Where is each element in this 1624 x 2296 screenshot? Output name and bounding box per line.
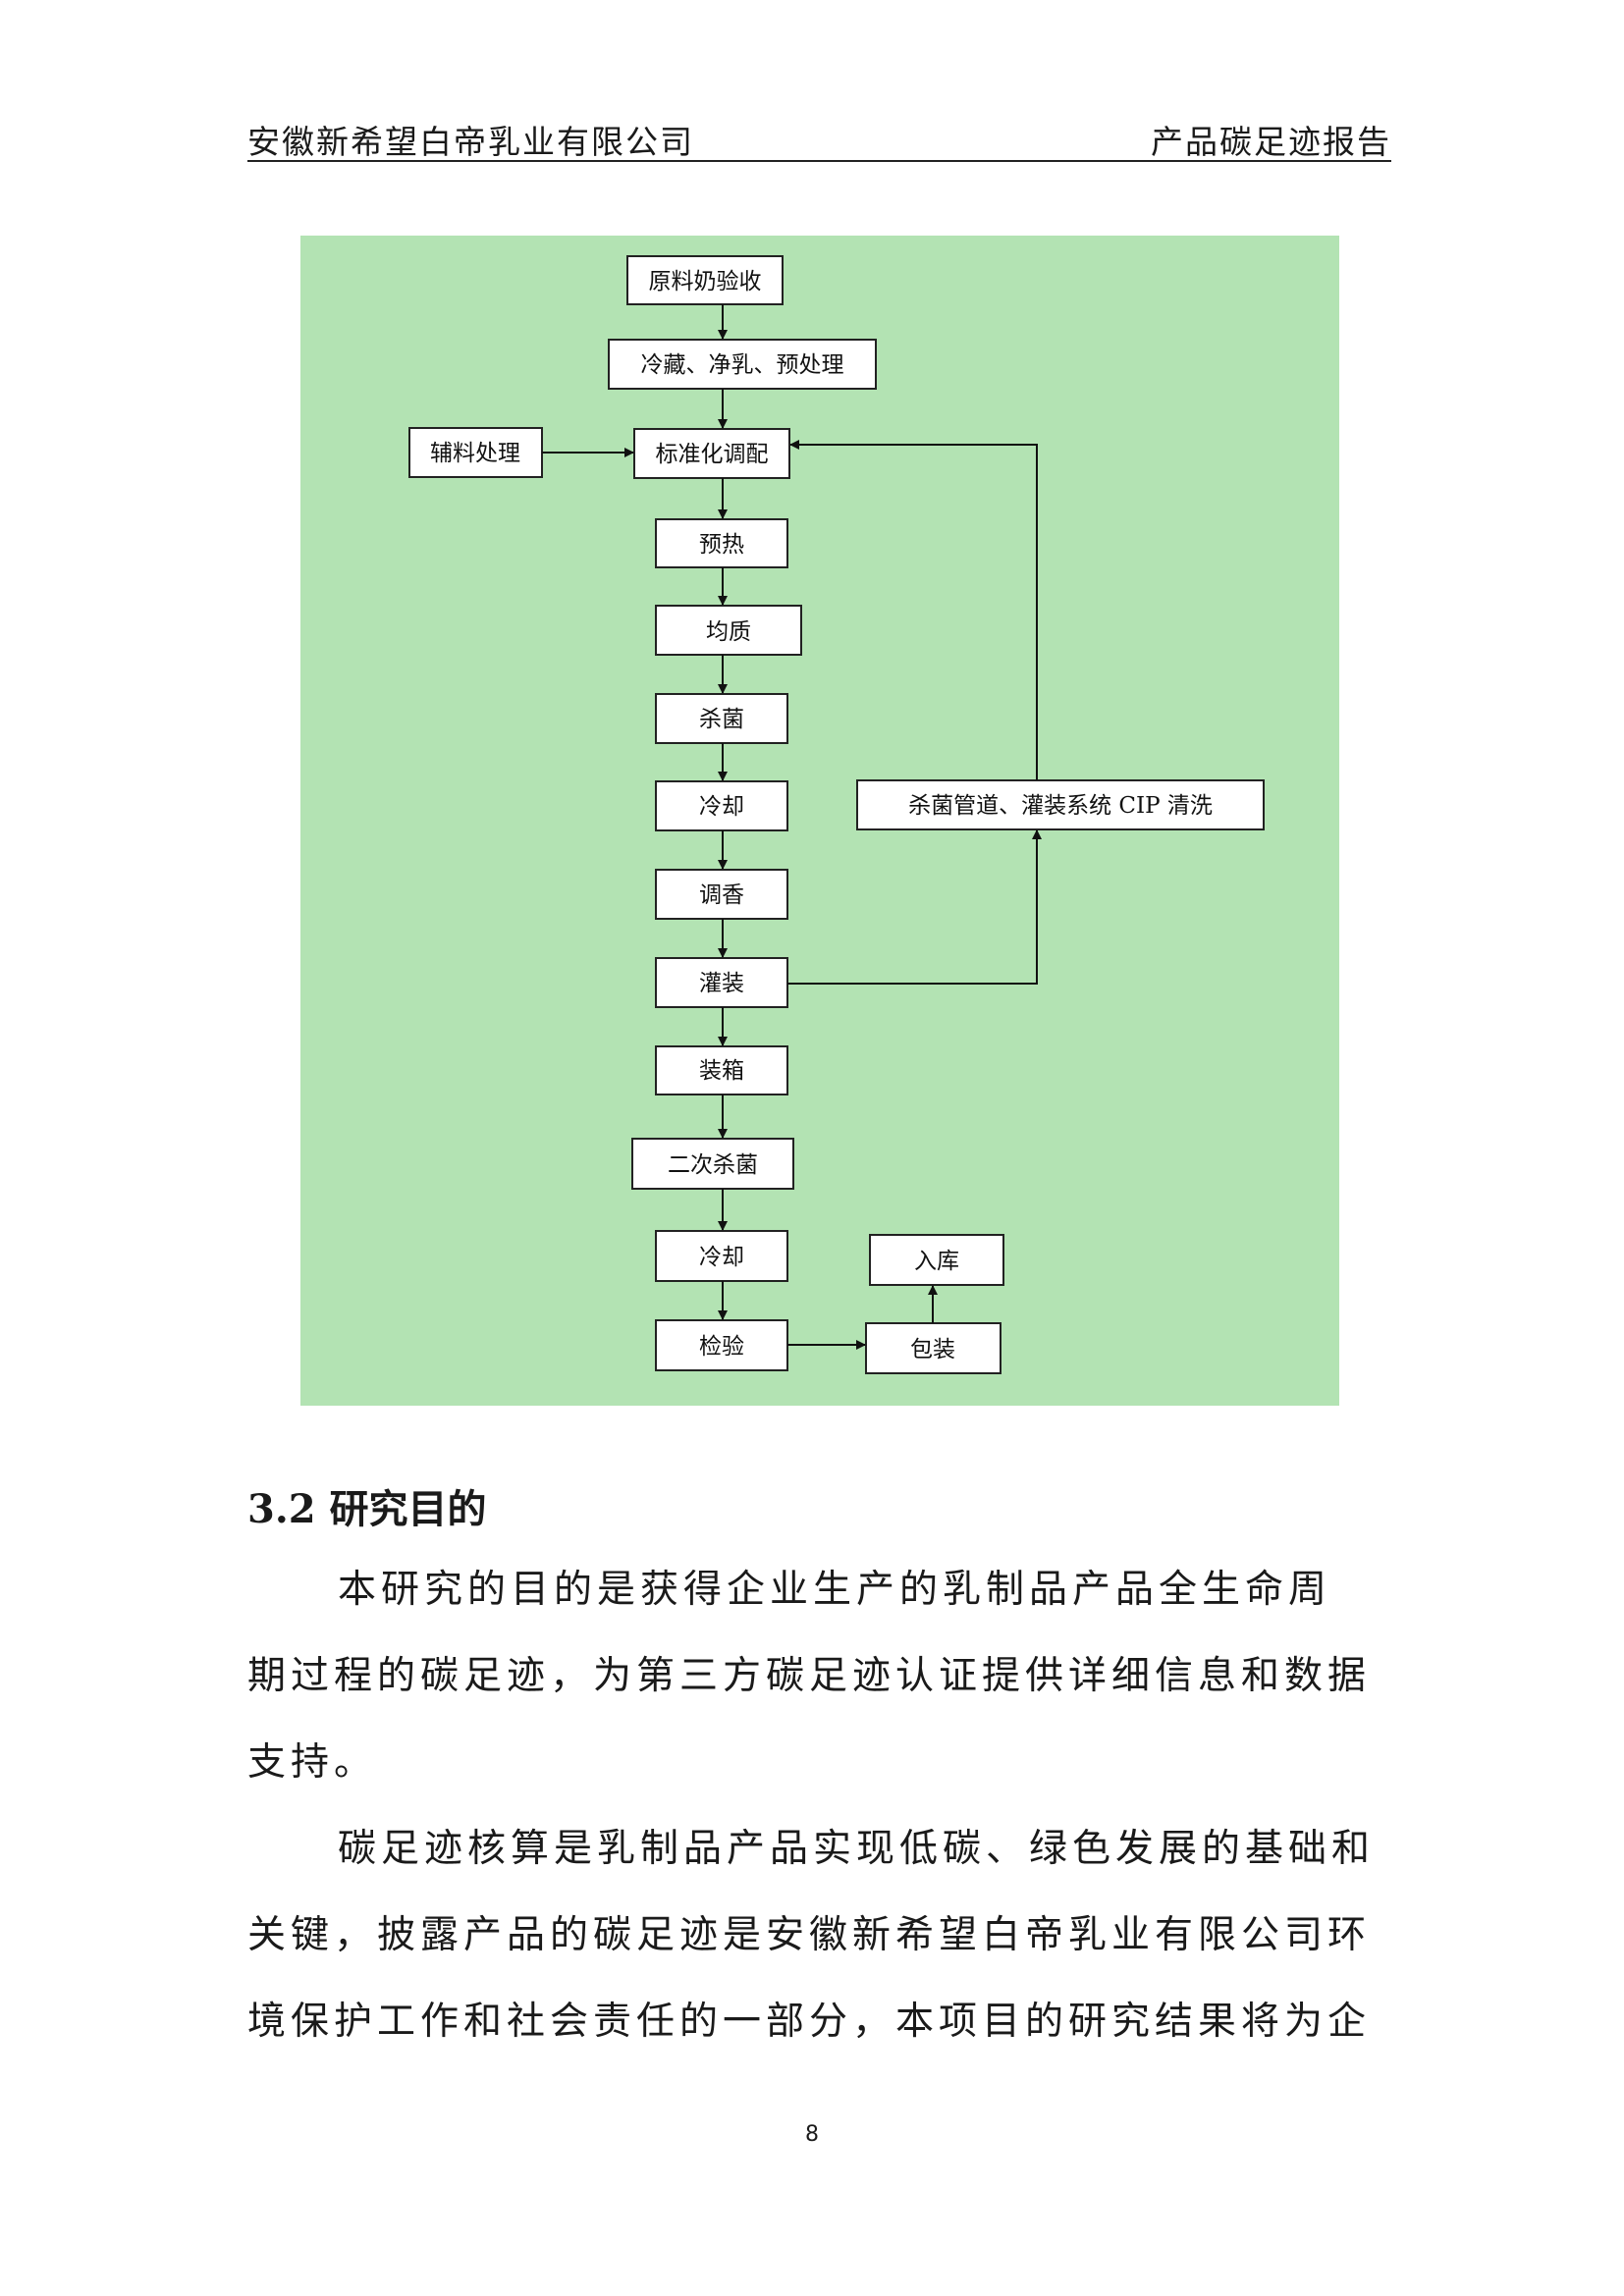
header-rule — [247, 160, 1391, 162]
header-report-title: 产品碳足迹报告 — [1151, 123, 1391, 161]
paragraph-line: 碳足迹核算是乳制品产品实现低碳、绿色发展的基础和 — [338, 1827, 1376, 1871]
step-sterilize-label: 杀菌 — [699, 707, 744, 732]
step-auxiliary-label: 辅料处理 — [430, 441, 520, 466]
step-cip: 杀菌管道、灌装系统 CIP 清洗 — [856, 779, 1265, 830]
step-raw-milk-label: 原料奶验收 — [649, 269, 762, 294]
process-flowchart: 原料奶验收 冷藏、净乳、预处理 辅料处理 标准化调配 预热 均质 杀菌 冷却 — [300, 236, 1339, 1406]
step-flavor: 调香 — [655, 869, 788, 920]
step-flavor-label: 调香 — [699, 882, 744, 908]
step-cip-label: 杀菌管道、灌装系统 CIP 清洗 — [908, 793, 1213, 819]
step-cold-storage: 冷藏、净乳、预处理 — [608, 339, 877, 390]
step-cool-1-label: 冷却 — [699, 794, 744, 820]
step-second-sterilize: 二次杀菌 — [631, 1138, 794, 1190]
step-raw-milk: 原料奶验收 — [626, 255, 784, 305]
step-warehousing-label: 入库 — [914, 1249, 959, 1274]
paragraph-line: 关键，披露产品的碳足迹是安徽新希望白帝乳业有限公司环 — [247, 1913, 1372, 1957]
step-filling: 灌装 — [655, 957, 788, 1008]
step-inspection-label: 检验 — [699, 1334, 744, 1360]
header-company: 安徽新希望白帝乳业有限公司 — [247, 123, 694, 161]
flow-arrows — [542, 304, 1042, 1350]
step-packaging-label: 包装 — [910, 1337, 955, 1362]
step-cool-2-label: 冷却 — [699, 1245, 744, 1270]
step-inspection: 检验 — [655, 1319, 788, 1371]
paragraph-line: 期过程的碳足迹，为第三方碳足迹认证提供详细信息和数据 — [247, 1654, 1372, 1698]
section-heading: 3.2 研究目的 — [247, 1486, 487, 1532]
step-boxing-label: 装箱 — [699, 1058, 744, 1084]
step-homogenize-label: 均质 — [706, 619, 751, 645]
step-standardization: 标准化调配 — [633, 428, 790, 479]
step-second-sterilize-label: 二次杀菌 — [668, 1152, 758, 1178]
step-standardization-label: 标准化调配 — [656, 442, 769, 467]
page-number: 8 — [805, 2122, 819, 2147]
step-preheat-label: 预热 — [699, 532, 744, 558]
step-cold-storage-label: 冷藏、净乳、预处理 — [641, 352, 844, 378]
step-filling-label: 灌装 — [699, 971, 744, 996]
paragraph-line: 支持。 — [247, 1740, 378, 1785]
step-cool-1: 冷却 — [655, 780, 788, 831]
paragraph-line: 境保护工作和社会责任的一部分，本项目的研究结果将为企 — [247, 2000, 1372, 2044]
flowchart-canvas: 原料奶验收 冷藏、净乳、预处理 辅料处理 标准化调配 预热 均质 杀菌 冷却 — [408, 255, 1265, 1374]
step-preheat: 预热 — [655, 518, 788, 568]
step-sterilize: 杀菌 — [655, 693, 788, 744]
step-auxiliary: 辅料处理 — [408, 427, 543, 478]
paragraph-line: 本研究的目的是获得企业生产的乳制品产品全生命周 — [338, 1568, 1332, 1612]
step-warehousing: 入库 — [869, 1234, 1004, 1286]
step-boxing: 装箱 — [655, 1045, 788, 1095]
step-packaging: 包装 — [865, 1322, 1001, 1374]
step-homogenize: 均质 — [655, 605, 802, 656]
step-cool-2: 冷却 — [655, 1230, 788, 1282]
